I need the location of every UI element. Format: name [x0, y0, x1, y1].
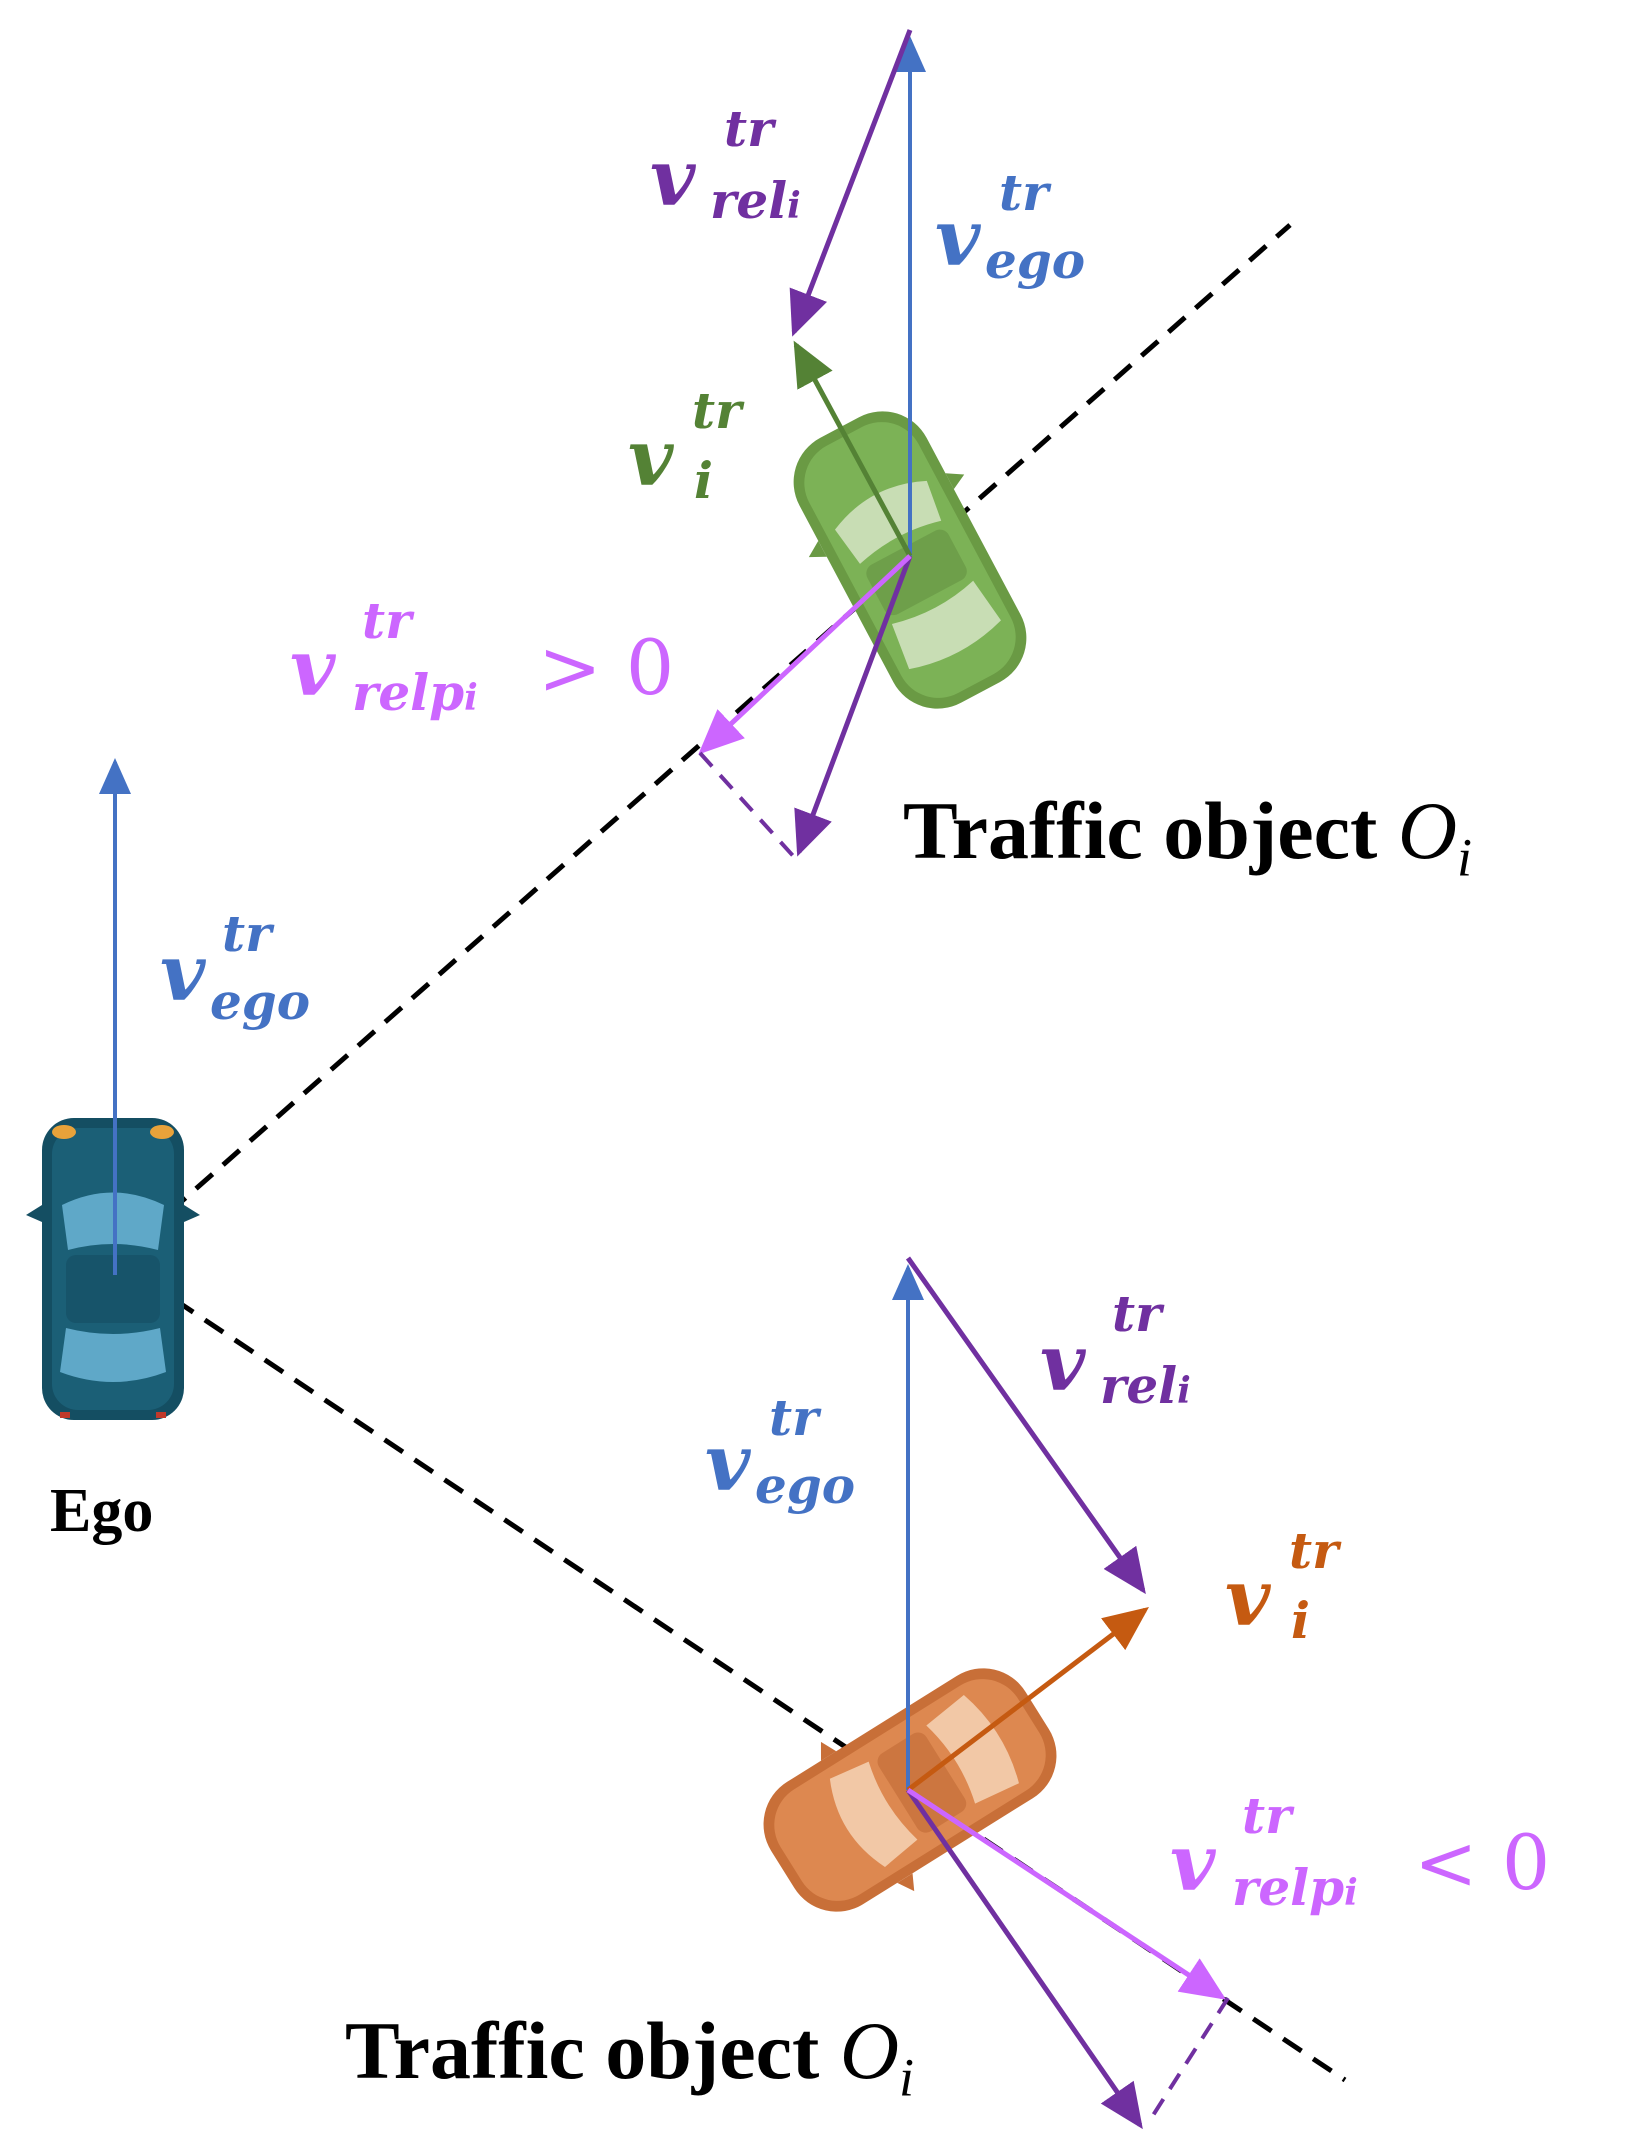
v-rel-label-top: v tr reli: [650, 99, 801, 230]
projection-guide-bottom: [1148, 1996, 1230, 2122]
relative-velocity-translated-bottom: [905, 1788, 1143, 2130]
relative-velocity-arrow-top: [789, 29, 913, 337]
v-i-label-bottom: v tr i: [1225, 1521, 1339, 1650]
object-velocity-arrow-top: [793, 340, 913, 558]
v-ego-label-left: v tr ego: [160, 904, 311, 1031]
v-relp-label-top: v tr relpi > 0: [290, 591, 675, 722]
ego-label: Ego: [50, 1477, 154, 1545]
v-ego-label-top: v tr ego: [935, 163, 1086, 290]
sight-line-top: [113, 223, 1292, 1262]
traffic-object-caption-bottom: Traffic object Oi: [345, 2005, 915, 2108]
relative-velocity-translated-top: [794, 555, 913, 857]
object-velocity-arrow-bottom: [906, 1606, 1149, 1792]
v-i-label-top: v tr i: [628, 381, 742, 510]
projected-velocity-arrow-bottom: [906, 1787, 1227, 2000]
relative-velocity-arrow-bottom: [905, 1256, 1146, 1595]
traffic-object-caption-top: Traffic object Oi: [903, 785, 1473, 888]
projection-guide-top: [698, 751, 797, 860]
v-ego-label-bottom: v tr ego: [705, 1388, 856, 1515]
projected-velocity-arrow-top: [698, 554, 912, 755]
v-rel-label-bottom: v tr reli: [1040, 1284, 1191, 1415]
v-relp-label-bottom: v tr relpi < 0: [1170, 1786, 1551, 1917]
